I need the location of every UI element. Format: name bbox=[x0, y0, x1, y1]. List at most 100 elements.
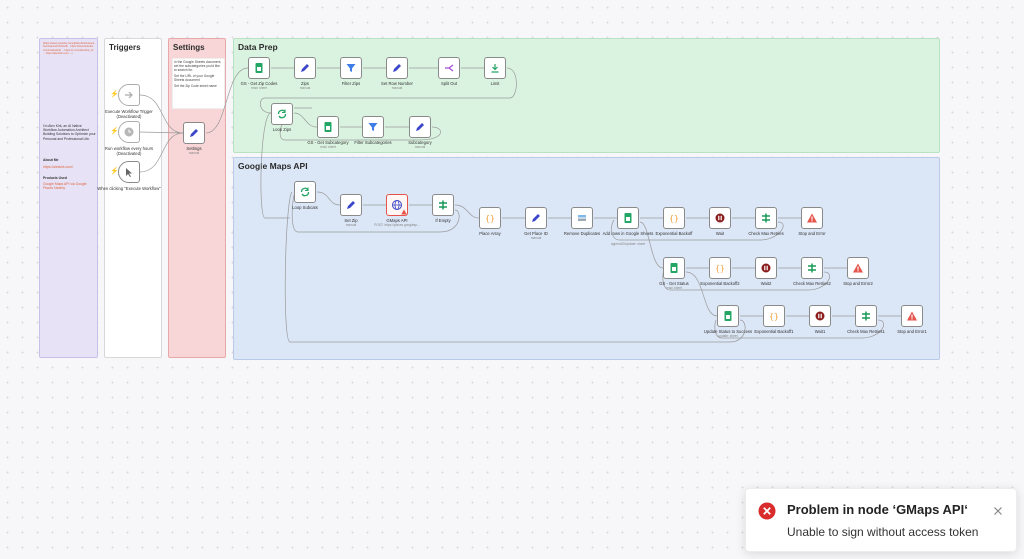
pen-icon bbox=[190, 129, 198, 137]
subcategory-node[interactable] bbox=[409, 116, 431, 138]
check-max-retries-label: Check Max Retries bbox=[748, 231, 784, 236]
error-toast: Problem in node ‘GMaps API‘ Unable to si… bbox=[745, 488, 1017, 552]
remove-duplicates-node[interactable] bbox=[571, 207, 593, 229]
filter-icon bbox=[346, 64, 356, 72]
if-icon bbox=[762, 213, 770, 223]
warning-icon bbox=[401, 209, 407, 215]
zips-sub: manual bbox=[299, 86, 311, 90]
check-max-retries-node[interactable] bbox=[755, 207, 777, 229]
gmaps-api-sub: POST: https://places.googleap... bbox=[374, 223, 420, 227]
split-icon bbox=[445, 64, 454, 72]
check-max-retries2-node[interactable] bbox=[801, 257, 823, 279]
code-icon: {} bbox=[715, 264, 725, 273]
manual-trigger-node[interactable] bbox=[118, 161, 140, 183]
get-place-id-label: Get Place ID bbox=[524, 231, 548, 236]
gmaps-api-node[interactable] bbox=[386, 194, 408, 216]
about-me-link[interactable]: https://alexkirk.com/ bbox=[43, 165, 73, 169]
exponential-backoff-node[interactable]: {} bbox=[663, 207, 685, 229]
settings-title: Settings bbox=[173, 43, 205, 52]
subcategory-sub: manual bbox=[414, 145, 426, 149]
remove-duplicates-label: Remove Duplicates bbox=[563, 231, 601, 236]
close-icon[interactable] bbox=[993, 506, 1003, 516]
schedule-trigger-sub: (Deactivated) bbox=[116, 151, 142, 156]
zips-node[interactable] bbox=[294, 57, 316, 79]
schedule-trigger-node[interactable] bbox=[118, 121, 140, 143]
google-sheets-icon bbox=[324, 122, 332, 132]
set-zip-node[interactable] bbox=[340, 194, 362, 216]
gs-get-status-label: GS - Get Status bbox=[659, 281, 689, 286]
pen-icon bbox=[393, 64, 401, 72]
triggers-title: Triggers bbox=[109, 43, 141, 52]
execute-workflow-trigger-label: Execute Workflow Trigger bbox=[105, 109, 153, 114]
settings-sticky[interactable]: Settings In the Google Sheets document, … bbox=[168, 38, 226, 358]
exponential-backoff1-label: Exponential Backoff1 bbox=[754, 329, 794, 334]
settings-node[interactable] bbox=[183, 122, 205, 144]
set-zip-label: Set Zip bbox=[344, 218, 358, 223]
settings-node-sub: manual bbox=[188, 151, 200, 155]
wait1-node[interactable] bbox=[809, 305, 831, 327]
warning-icon bbox=[853, 263, 863, 273]
gs-get-status-sub: read: sheet bbox=[666, 286, 682, 290]
limit-node[interactable] bbox=[484, 57, 506, 79]
update-status-sub: update: sheet bbox=[718, 334, 738, 338]
loop-zips-node[interactable] bbox=[271, 103, 293, 125]
loop-subcats-label: Loop Subcats bbox=[292, 205, 318, 210]
pause-icon bbox=[815, 311, 825, 321]
about-sticky[interactable]: [https://www.youtube.com/@AlexKirkAutoma… bbox=[39, 38, 98, 358]
set-row-number-sub: manual bbox=[391, 86, 403, 90]
pen-icon bbox=[532, 214, 540, 222]
update-status-node[interactable] bbox=[717, 305, 739, 327]
add-rows-node[interactable] bbox=[617, 207, 639, 229]
if-icon bbox=[439, 200, 447, 210]
gs-get-subcategory-node[interactable] bbox=[317, 116, 339, 138]
stop-and-error-label: Stop and Error bbox=[798, 231, 826, 236]
code-icon: {} bbox=[769, 312, 779, 321]
update-status-label: Update Status to Success bbox=[703, 329, 753, 334]
svg-text:{}: {} bbox=[769, 312, 779, 321]
globe-icon bbox=[392, 200, 402, 210]
settings-note-line-2: Set the URL of your Google Sheets docume… bbox=[174, 74, 215, 82]
set-row-number-label: Set Row Number bbox=[381, 81, 413, 86]
gs-get-status-node[interactable] bbox=[663, 257, 685, 279]
pause-icon bbox=[715, 213, 725, 223]
warning-icon bbox=[907, 311, 917, 321]
set-row-number-node[interactable] bbox=[386, 57, 408, 79]
set-zip-sub: manual bbox=[345, 223, 357, 227]
data-prep-title: Data Prep bbox=[238, 42, 278, 52]
remove-duplicates-icon bbox=[578, 215, 586, 221]
loop-subcats-node[interactable] bbox=[294, 181, 316, 203]
gs-get-subcategory-label: GS - Get Subcategory bbox=[307, 140, 349, 145]
check-max-retries1-label: Check Max Retries1 bbox=[847, 329, 885, 334]
stop-and-error2-node[interactable] bbox=[847, 257, 869, 279]
check-max-retries1-node[interactable] bbox=[855, 305, 877, 327]
data-prep-sticky[interactable]: Data Prep bbox=[233, 38, 940, 153]
stop-and-error1-node[interactable] bbox=[901, 305, 923, 327]
pen-icon bbox=[301, 64, 309, 72]
wait1-label: Wait1 bbox=[814, 329, 826, 334]
gs-get-zip-codes-node[interactable] bbox=[248, 57, 270, 79]
stop-and-error-node[interactable] bbox=[801, 207, 823, 229]
subcategory-label: Subcategory bbox=[408, 140, 432, 145]
limit-label: Limit bbox=[490, 81, 500, 86]
zips-label: Zips bbox=[301, 81, 309, 86]
gs-get-zip-codes-sub: read: sheet bbox=[251, 86, 267, 90]
filter-zips-node[interactable] bbox=[340, 57, 362, 79]
filter-subcategories-node[interactable] bbox=[362, 116, 384, 138]
svg-text:{}: {} bbox=[485, 214, 495, 223]
execute-workflow-trigger-node[interactable] bbox=[118, 84, 140, 106]
exponential-backoff1-node[interactable]: {} bbox=[763, 305, 785, 327]
pen-icon bbox=[347, 201, 355, 209]
exponential-backoff-label: Exponential Backoff bbox=[655, 231, 693, 236]
wait-node[interactable] bbox=[709, 207, 731, 229]
if-empty-node[interactable] bbox=[432, 194, 454, 216]
split-out-node[interactable] bbox=[438, 57, 460, 79]
if-icon bbox=[862, 311, 870, 321]
wait2-node[interactable] bbox=[755, 257, 777, 279]
get-place-id-node[interactable] bbox=[525, 207, 547, 229]
exponential-backoff2-node[interactable]: {} bbox=[709, 257, 731, 279]
warning-icon bbox=[807, 213, 817, 223]
arrow-right-icon bbox=[125, 91, 133, 99]
filter-zips-label: Filter Zips bbox=[341, 81, 361, 86]
place-array-node[interactable]: {} bbox=[479, 207, 501, 229]
